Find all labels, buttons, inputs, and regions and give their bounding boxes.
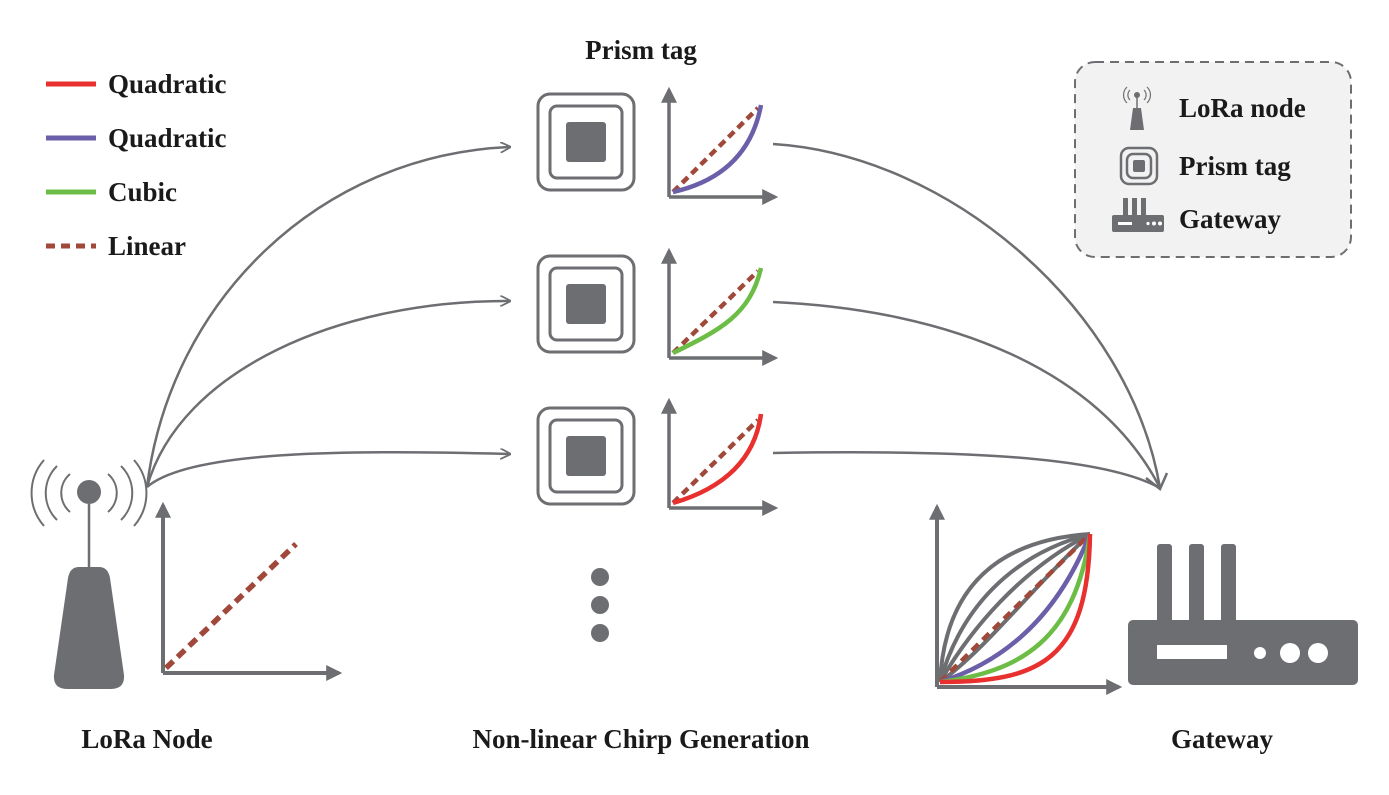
quadratic-purple-curve [672, 104, 764, 195]
linear-chirp-curve [164, 542, 298, 670]
gateway-antenna [1189, 544, 1204, 624]
gateway-body [1128, 620, 1358, 685]
arrow-node-to-tag-3 [146, 452, 510, 488]
gateway-chirp-plot [929, 503, 1123, 695]
tag-inner-frame [548, 266, 624, 342]
tag-1-chirp-plot [661, 86, 779, 205]
legend-item-linear: Linear [46, 231, 186, 261]
prism-tag-1 [536, 92, 636, 192]
cubic-green-curve [939, 533, 1093, 685]
tag-outer-frame [536, 254, 636, 354]
gateway-icon [1112, 198, 1164, 232]
legend-icon-label: LoRa node [1179, 93, 1306, 123]
tag-chip-icon [566, 122, 606, 162]
arrow-tag-3-to-gateway [772, 451, 1161, 490]
legend-icon-label: Gateway [1179, 204, 1281, 234]
arrow-tag-2-to-gateway [772, 300, 1162, 489]
gateway-led [1254, 647, 1266, 659]
arrow-node-to-tag-1 [145, 147, 510, 488]
legend-item-quadratic-red: Quadratic [46, 69, 227, 99]
lora-chirp-plot [155, 501, 343, 681]
legend-item-cubic: Cubic [46, 177, 177, 207]
legend-label: Quadratic [108, 123, 227, 153]
legend-label: Quadratic [108, 69, 227, 99]
tag-3-chirp-plot [661, 397, 779, 516]
lora-node-icon [1123, 86, 1151, 130]
arrow-node-to-tag-2 [145, 301, 510, 488]
gateway-antenna [1157, 544, 1172, 624]
lora-node [30, 459, 148, 689]
gateway-led [1308, 643, 1328, 663]
tag-inner-frame [548, 104, 624, 180]
lora-node-body-icon [53, 567, 125, 689]
arrow-tag-1-to-gateway [772, 142, 1162, 489]
tag-2-chirp-plot [661, 247, 779, 366]
radio-waves-icon [30, 459, 148, 527]
prism-tag-icon [1119, 146, 1159, 186]
tag-outer-frame [536, 406, 636, 506]
cubic-green-curve [672, 267, 764, 356]
arrowhead-gateway [1145, 472, 1169, 491]
tag-chip-icon [566, 284, 606, 324]
gateway-label: Gateway [1171, 724, 1273, 754]
prism-tag-3 [536, 406, 636, 506]
icon-legend-box: LoRa node Prism tag Gateway [1074, 61, 1352, 258]
gateway-display-slot [1157, 645, 1227, 659]
linear-reference-curve [671, 269, 760, 355]
lora-node-label: LoRa Node [81, 724, 212, 754]
quadratic-red-curve [939, 533, 1093, 685]
linear-reference-curve [671, 418, 760, 505]
tag-inner-frame [548, 418, 624, 494]
curve-legend: Quadratic Quadratic Cubic Linear [46, 69, 227, 261]
prism-tag-2 [536, 254, 636, 354]
legend-label: Linear [108, 231, 186, 261]
antenna-tip [77, 480, 101, 504]
legend-icon-label: Prism tag [1179, 151, 1291, 181]
legend-label: Cubic [108, 177, 177, 207]
uplink-arrows [145, 147, 510, 488]
legend-item-quadratic-purple: Quadratic [46, 123, 227, 153]
quadratic-purple-curve [939, 533, 1093, 685]
gateway-device-icon [1128, 544, 1358, 685]
linear-reference-curve [671, 106, 760, 194]
downlink-arrows [772, 142, 1169, 491]
gateway-antenna [1221, 544, 1236, 624]
tag-outer-frame [536, 92, 636, 192]
linear-chirp-curve [938, 532, 1092, 684]
diagram-title: Prism tag [585, 35, 697, 65]
tag-chip-icon [566, 436, 606, 476]
chirp-generation-label: Non-linear Chirp Generation [473, 724, 810, 754]
quadratic-red-curve [672, 413, 764, 506]
gateway-led [1280, 643, 1300, 663]
more-tags-ellipsis-icon [591, 568, 609, 642]
